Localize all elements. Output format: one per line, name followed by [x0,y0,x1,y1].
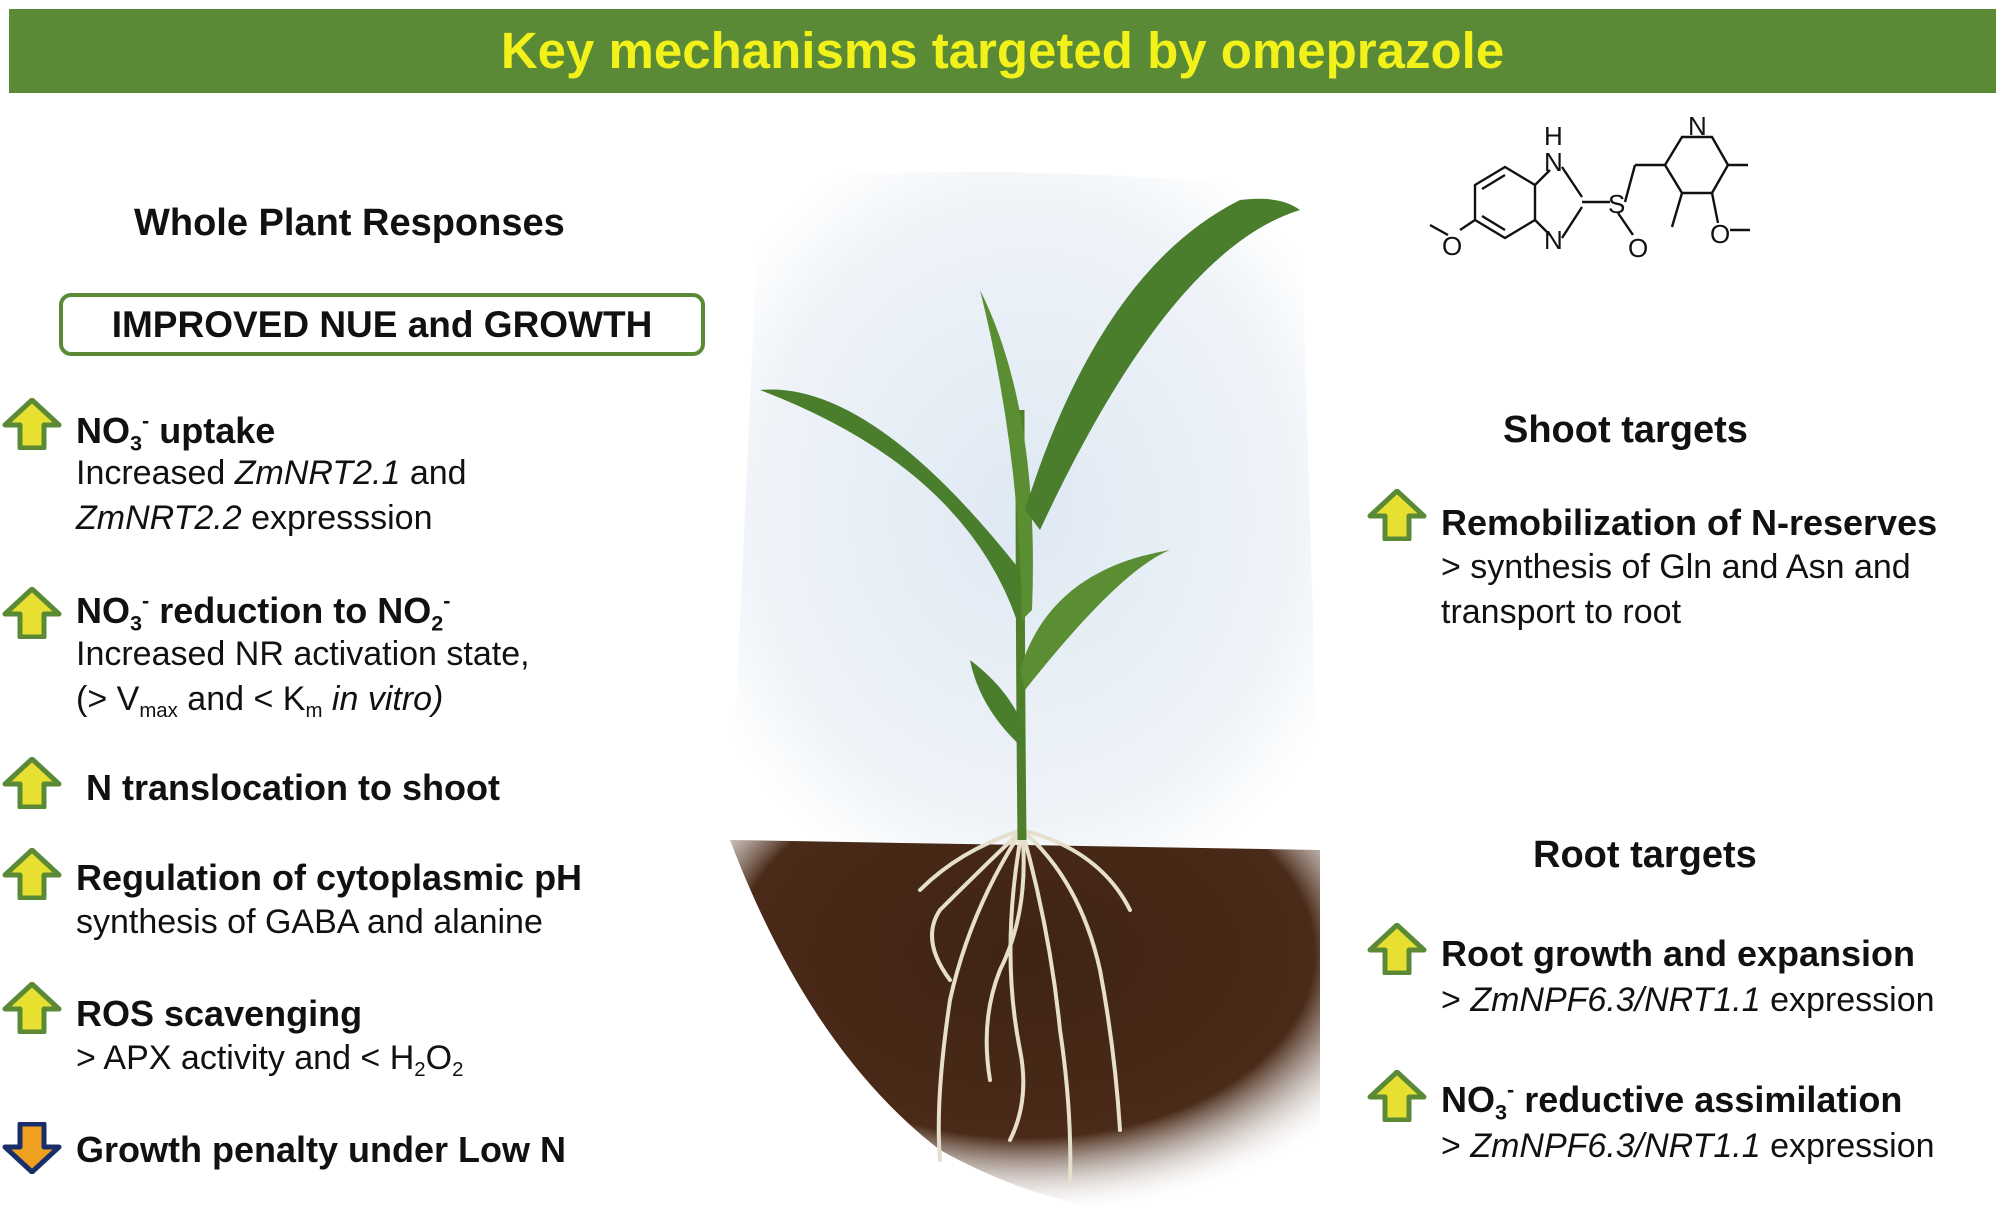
atom-h: H [1544,121,1563,151]
up-arrow-icon [2,982,62,1034]
reductive-assimilation-line1: > ZmNPF6.3/NRT1.1 expression [1441,1127,1935,1165]
ph-regulation-line1: synthesis of GABA and alanine [76,903,543,941]
atom-n-1: N [1544,147,1563,177]
up-arrow-icon [2,848,62,900]
maize-plant-illustration [730,172,1320,1217]
omeprazole-structure-diagram: H N N N S O O O [1429,115,1750,263]
title-banner: Key mechanisms targeted by omeprazole [9,9,1996,93]
no3-uptake-line2: ZmNRT2.2 expresssion [76,499,433,537]
up-arrow-icon [1367,1070,1427,1122]
up-arrow-icon [1367,489,1427,541]
atom-s: S [1608,189,1625,219]
no3-uptake-line1: Increased ZmNRT2.1 and [76,454,467,492]
no3-reduction-title: NO3- reduction to NO2- [76,588,451,636]
atom-o-1: O [1628,233,1648,263]
ros-line1: > APX activity and < H2O2 [76,1039,464,1082]
n-translocation-title: N translocation to shoot [86,767,500,808]
no3-reduction-line2: (> Vmax and < Km in vitro) [76,680,444,723]
root-growth-title: Root growth and expansion [1441,933,1915,974]
atom-n-3: N [1688,115,1707,141]
page-title: Key mechanisms targeted by omeprazole [500,22,1505,79]
root-targets-heading: Root targets [1533,834,1757,876]
growth-penalty-title: Growth penalty under Low N [76,1129,567,1170]
atom-n-2: N [1544,225,1563,255]
nue-box: IMPROVED NUE and GROWTH [59,293,705,356]
nue-label: IMPROVED NUE and GROWTH [111,304,653,345]
remobilization-line2: transport to root [1441,593,1682,631]
no3-reduction-line1: Increased NR activation state, [76,635,530,673]
remobilization-title: Remobilization of N-reserves [1441,502,1938,543]
root-growth-line1: > ZmNPF6.3/NRT1.1 expression [1441,981,1935,1019]
up-arrow-icon [1367,923,1427,975]
atom-o-3: O [1710,219,1730,249]
shoot-targets-heading: Shoot targets [1503,409,1748,451]
remobilization-line1: > synthesis of Gln and Asn and [1441,548,1911,586]
atom-o-2: O [1442,231,1462,261]
no3-uptake-title: NO3- uptake [76,408,276,456]
up-arrow-icon [2,587,62,639]
down-arrow-icon [2,1122,62,1174]
up-arrow-icon [2,398,62,450]
whole-plant-heading: Whole Plant Responses [134,202,565,244]
ros-title: ROS scavenging [76,993,363,1034]
up-arrow-icon [2,757,62,809]
reductive-assimilation-title: NO3- reductive assimilation [1441,1077,1903,1125]
ph-regulation-title: Regulation of cytoplasmic pH [76,857,583,898]
